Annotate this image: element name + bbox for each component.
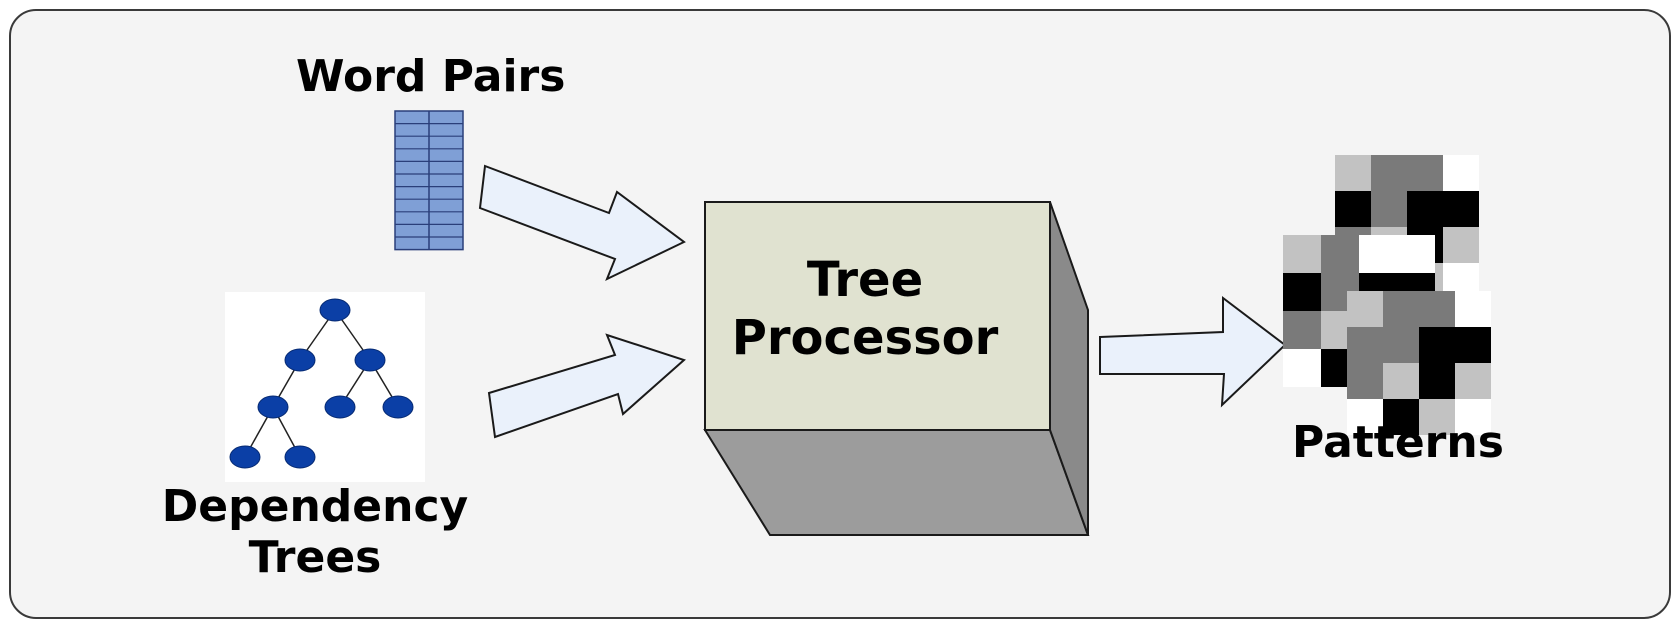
tree-node bbox=[319, 298, 351, 322]
tree-processor-label: Tree Processor bbox=[700, 252, 1030, 367]
pattern-cell bbox=[1419, 291, 1455, 327]
dependency-trees-label-line2: Trees bbox=[248, 531, 382, 583]
pattern-cell bbox=[1443, 191, 1479, 227]
pattern-cell bbox=[1407, 191, 1443, 227]
pattern-cell bbox=[1335, 155, 1371, 191]
dependency-trees-label-line1: Dependency bbox=[161, 481, 469, 532]
pattern-cell bbox=[1283, 273, 1321, 311]
pattern-cell bbox=[1455, 399, 1491, 435]
pattern-cell bbox=[1407, 155, 1443, 191]
tree-processor-box bbox=[703, 201, 1090, 536]
tree-processor-label-line1: Tree bbox=[806, 252, 924, 308]
dependency-trees-label: Dependency Trees bbox=[140, 481, 490, 583]
cube-front-face bbox=[704, 201, 1051, 431]
word-pairs-table-icon bbox=[394, 110, 464, 251]
pattern-cell bbox=[1383, 363, 1419, 399]
arrow-word-pairs-to-processor bbox=[478, 164, 686, 282]
tree-node bbox=[229, 445, 261, 469]
pattern-cell bbox=[1383, 327, 1419, 363]
pattern-cell bbox=[1443, 227, 1479, 263]
pattern-cell bbox=[1283, 235, 1321, 273]
tree-node bbox=[324, 395, 356, 419]
arrow-processor-to-patterns bbox=[1099, 295, 1287, 408]
arrow-dependency-to-processor bbox=[487, 333, 686, 439]
pattern-cell bbox=[1347, 399, 1383, 435]
pattern-cell bbox=[1443, 155, 1479, 191]
pattern-cell bbox=[1383, 291, 1419, 327]
pattern-cell bbox=[1383, 399, 1419, 435]
pattern-cell bbox=[1371, 155, 1407, 191]
pattern-cell bbox=[1397, 235, 1435, 273]
tree-node bbox=[284, 445, 316, 469]
pattern-cell bbox=[1347, 327, 1383, 363]
pattern-cell bbox=[1359, 235, 1397, 273]
dependency-tree-icon bbox=[225, 292, 425, 482]
patterns-grid-icon bbox=[1283, 155, 1491, 435]
cube-bottom-face bbox=[703, 429, 1090, 536]
pattern-cell bbox=[1321, 235, 1359, 273]
tree-node bbox=[257, 395, 289, 419]
pattern-cell bbox=[1455, 327, 1491, 363]
pattern-cell bbox=[1419, 363, 1455, 399]
tree-node bbox=[382, 395, 414, 419]
pattern-cell bbox=[1419, 327, 1455, 363]
pattern-cell bbox=[1419, 399, 1455, 435]
pattern-cell bbox=[1455, 291, 1491, 327]
pattern-cell bbox=[1455, 363, 1491, 399]
pattern-cell bbox=[1371, 191, 1407, 227]
pattern-grid-bottom bbox=[1347, 291, 1491, 435]
pattern-cell bbox=[1283, 311, 1321, 349]
pattern-cell bbox=[1335, 191, 1371, 227]
tree-processor-label-line2: Processor bbox=[731, 309, 999, 366]
tree-node bbox=[354, 348, 386, 372]
pattern-cell bbox=[1347, 363, 1383, 399]
pattern-cell bbox=[1283, 349, 1321, 387]
pattern-cell bbox=[1347, 291, 1383, 327]
tree-node bbox=[284, 348, 316, 372]
word-pairs-label: Word Pairs bbox=[296, 51, 566, 102]
patterns-label: Patterns bbox=[1292, 417, 1504, 468]
